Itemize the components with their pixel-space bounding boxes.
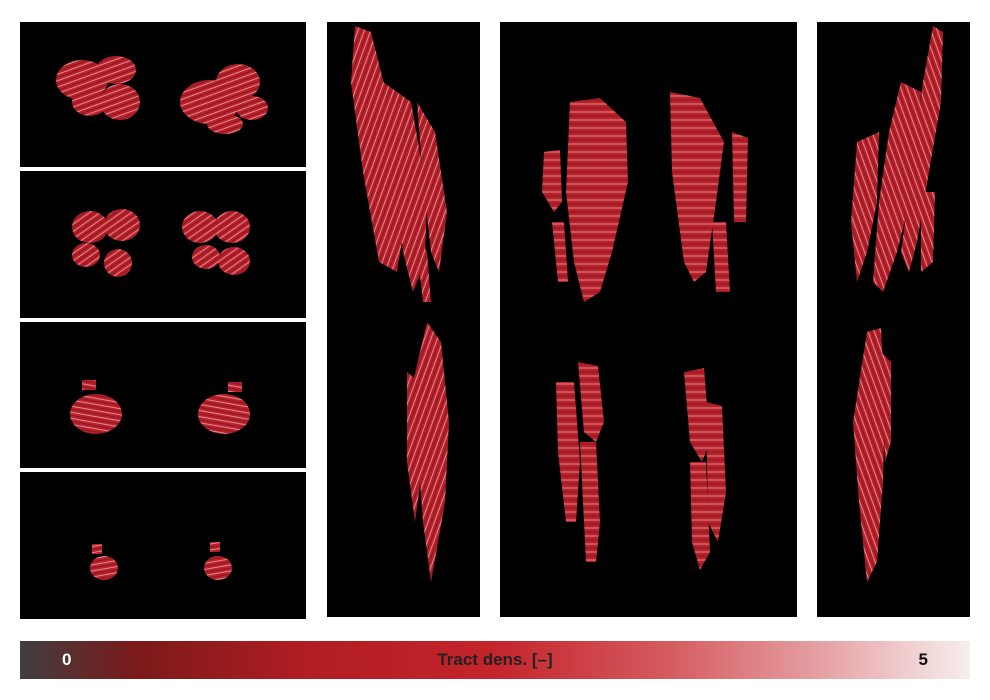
sagittal-view-left-image — [351, 26, 449, 582]
right-shank-muscles — [684, 368, 726, 570]
colorbar-min-label: 0 — [62, 650, 72, 669]
right-thigh-cross-section — [180, 64, 268, 134]
right-shank-cross-section — [198, 382, 250, 434]
right-thigh-cross-section — [182, 211, 250, 275]
axial-slice-3 — [20, 322, 306, 468]
axial-slice-1-image — [56, 56, 268, 134]
axial-slice-3-image — [70, 380, 250, 434]
axial-slice-2-image — [72, 209, 250, 277]
shank-muscles — [407, 322, 449, 582]
right-ankle-cross-section — [204, 542, 232, 580]
coronal-view — [500, 22, 797, 617]
left-shank-muscles — [556, 362, 604, 562]
thigh-muscles — [351, 26, 447, 302]
sagittal-view-right — [817, 22, 970, 617]
left-thigh-muscles — [542, 98, 628, 302]
axial-slice-2 — [20, 171, 306, 318]
left-shank-cross-section — [70, 380, 122, 434]
axial-slice-4-image — [90, 542, 232, 580]
sagittal-view-left — [327, 22, 480, 617]
left-ankle-cross-section — [90, 544, 118, 580]
left-thigh-cross-section — [72, 209, 140, 277]
axial-slice-1 — [20, 22, 306, 167]
colorbar-max-label: 5 — [918, 650, 928, 669]
thigh-muscles — [851, 26, 943, 292]
coronal-view-image — [542, 92, 748, 570]
sagittal-view-right-image — [851, 26, 943, 582]
left-thigh-cross-section — [56, 56, 140, 120]
colorbar-title: Tract dens. [–] — [437, 650, 553, 669]
tract-density-colorbar: 0 Tract dens. [–] 5 — [20, 641, 970, 679]
right-thigh-muscles — [670, 92, 748, 292]
shank-muscles — [853, 328, 891, 582]
axial-slice-4 — [20, 472, 306, 619]
